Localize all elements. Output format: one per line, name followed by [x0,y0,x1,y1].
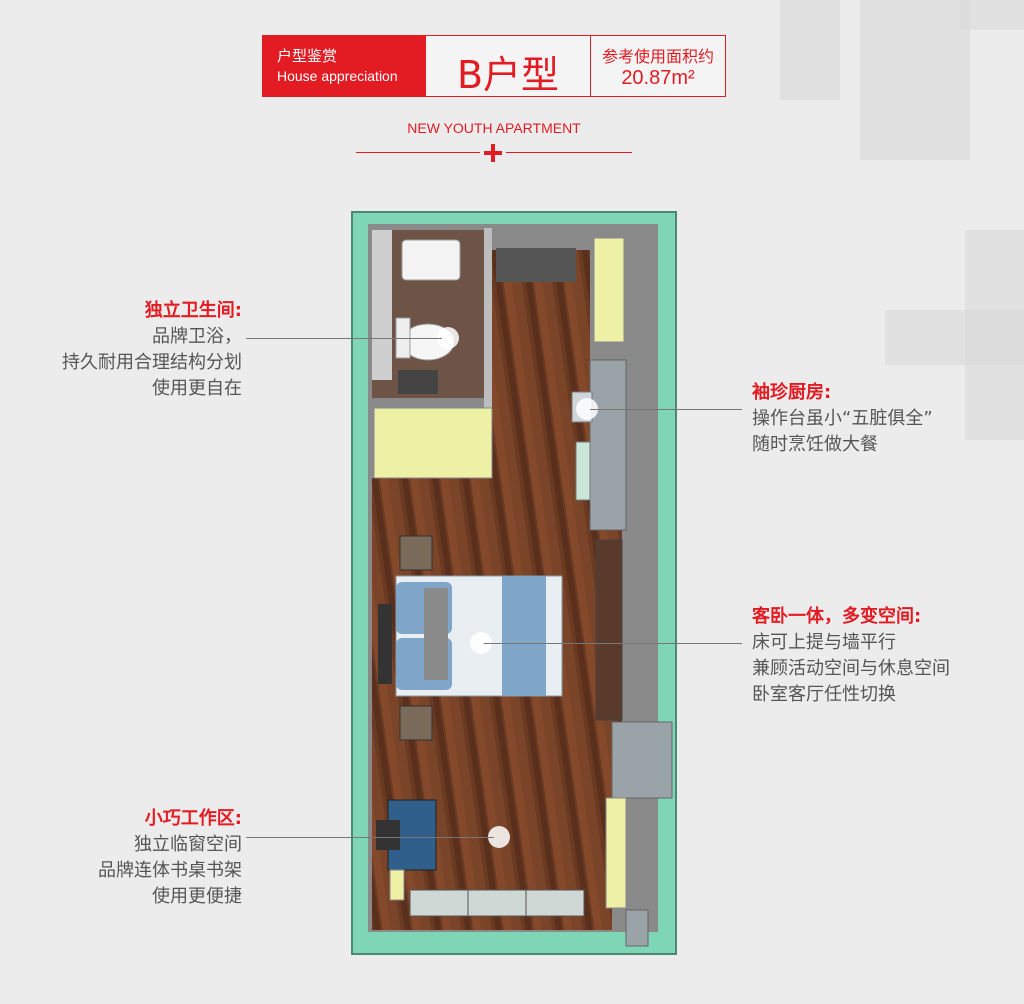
divider-left [356,152,480,153]
desk-shelf [389,869,405,901]
floor-plan [351,211,677,955]
background-shape [860,0,970,160]
bathroom-title: 独立卫生间: [144,300,242,321]
header-banner: 户型鉴赏 House appreciation B户型 参考使用面积约 20.8… [262,35,726,97]
bathroom-annotation: 独立卫生间: 品牌卫浴， 持久耐用合理结构分划 使用更自在 [62,298,242,402]
bathroom-line: 持久耐用合理结构分划 [62,352,242,373]
storage-cabinet [373,407,493,479]
bathroom-line: 品牌卫浴， [152,326,242,347]
kitchen-leader [590,409,742,410]
area-label: 参考使用面积约 [601,47,714,66]
workspace-line: 品牌连体书桌书架 [98,860,242,881]
kitchen-annotation: 袖珍厨房: 操作台虽小“五脏俱全” 随时烹饪做大餐 [752,380,933,458]
header-label-box: 户型鉴赏 House appreciation [262,35,426,97]
workspace-line: 使用更便捷 [152,886,242,907]
background-shape [885,310,1024,365]
desk-chair [376,820,400,850]
kitchen-stove [575,441,591,501]
workspace-annotation: 小巧工作区: 独立临窗空间 品牌连体书桌书架 使用更便捷 [98,806,242,910]
bathroom-leader [246,338,442,339]
background-shape [780,0,840,100]
nightstand-top [399,535,433,571]
bed-runner [502,576,546,696]
background-shape [960,0,1024,30]
kitchen-title: 袖珍厨房: [752,382,832,403]
bedroom-leader [484,643,742,644]
kitchen-marker [576,398,598,420]
kitchen-counter [589,359,627,531]
bedroom-marker [470,632,492,654]
workspace-leader [246,837,494,838]
workspace-title: 小巧工作区: [144,808,242,829]
divider-right [506,152,632,153]
wall-column [611,721,673,799]
wardrobe-cabinet [593,237,625,343]
shelf-unit [595,539,623,721]
type-title: B户型 [456,53,560,97]
water-heater [401,239,461,281]
wall-art [378,604,392,684]
type-title-box: B户型 [426,35,591,97]
bedroom-line: 床可上提与墙平行 [752,632,896,653]
subtitle: NEW YOUTH APARTMENT [407,120,581,136]
bedroom-line: 卧室客厅任性切换 [752,684,896,705]
partition-wall [484,228,492,410]
bedroom-line: 兼顾活动空间与休息空间 [752,658,950,679]
kitchen-line: 操作台虽小“五脏俱全” [752,408,933,429]
nightstand-bottom [399,705,433,741]
bathroom-line: 使用更自在 [152,378,242,399]
window [409,889,585,917]
workspace-line: 独立临窗空间 [134,834,242,855]
kitchen-line: 随时烹饪做大餐 [752,434,878,455]
area-box: 参考使用面积约 20.87m² [590,35,726,97]
side-cabinet [605,797,627,909]
bathroom-marker [437,327,459,349]
header-label-cn: 户型鉴赏 [277,47,338,65]
entry-door [496,248,576,282]
workspace-marker [488,826,510,848]
area-value: 20.87m² [621,67,695,89]
balcony-post [625,909,649,947]
bedroom-annotation: 客卧一体，多变空间: 床可上提与墙平行 兼顾活动空间与休息空间 卧室客厅任性切换 [752,604,950,708]
bathroom-sink [398,370,438,394]
bedroom-title: 客卧一体，多变空间: [752,606,922,627]
cushion [424,588,448,680]
header-label-en: House appreciation [277,68,398,84]
plus-icon-vertical [491,144,495,162]
bathroom-shelf [372,230,392,380]
